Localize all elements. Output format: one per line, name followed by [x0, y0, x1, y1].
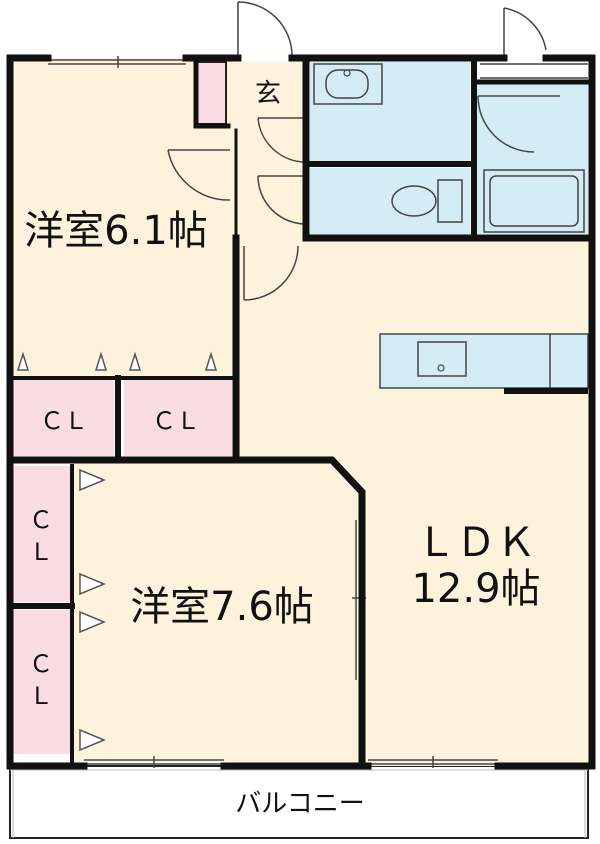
- floor-entrance: [228, 62, 308, 112]
- room-label-entrance: 玄: [255, 79, 281, 109]
- closet-2: [124, 378, 232, 456]
- closet-label-3-l: Ｌ: [29, 538, 53, 566]
- closet-label-4-l: Ｌ: [29, 682, 53, 710]
- closet-door-markers: [16, 351, 218, 752]
- toilet-tank: [437, 179, 463, 223]
- balcony-area: [9, 765, 589, 839]
- room-size-ldk: 12.9帖: [411, 566, 540, 612]
- bathtub: [483, 169, 585, 233]
- closet-1: [12, 378, 114, 456]
- shoe-cabinet: [195, 61, 227, 125]
- room-label-western-2: 洋室7.6帖: [130, 584, 314, 630]
- closet-label-1: ＣＬ: [40, 407, 88, 435]
- room-label-western-1: 洋室6.1帖: [24, 208, 208, 254]
- floor-hallway: [228, 100, 308, 250]
- kitchen-wall: [504, 388, 588, 394]
- door-swings: [167, 1, 560, 301]
- closet-3: [12, 466, 72, 602]
- toilet-bowl: [391, 185, 437, 217]
- kitchen-sink: [417, 341, 467, 377]
- room-label-balcony: バルコニー: [235, 789, 364, 819]
- walls: [6, 54, 596, 770]
- closet-label-2: ＣＬ: [152, 407, 200, 435]
- room-label-ldk: ＬＤＫ: [416, 520, 536, 566]
- floor-western-room-2: [74, 462, 362, 762]
- sink-drain-icon: [437, 364, 445, 372]
- faucet-icon: [343, 69, 351, 77]
- closet-label-4-c: Ｃ: [29, 650, 53, 678]
- bathtub-inner: [489, 175, 579, 227]
- closet-label-3-c: Ｃ: [29, 506, 53, 534]
- kitchen-counter: [379, 333, 589, 389]
- closet-4: [12, 610, 72, 754]
